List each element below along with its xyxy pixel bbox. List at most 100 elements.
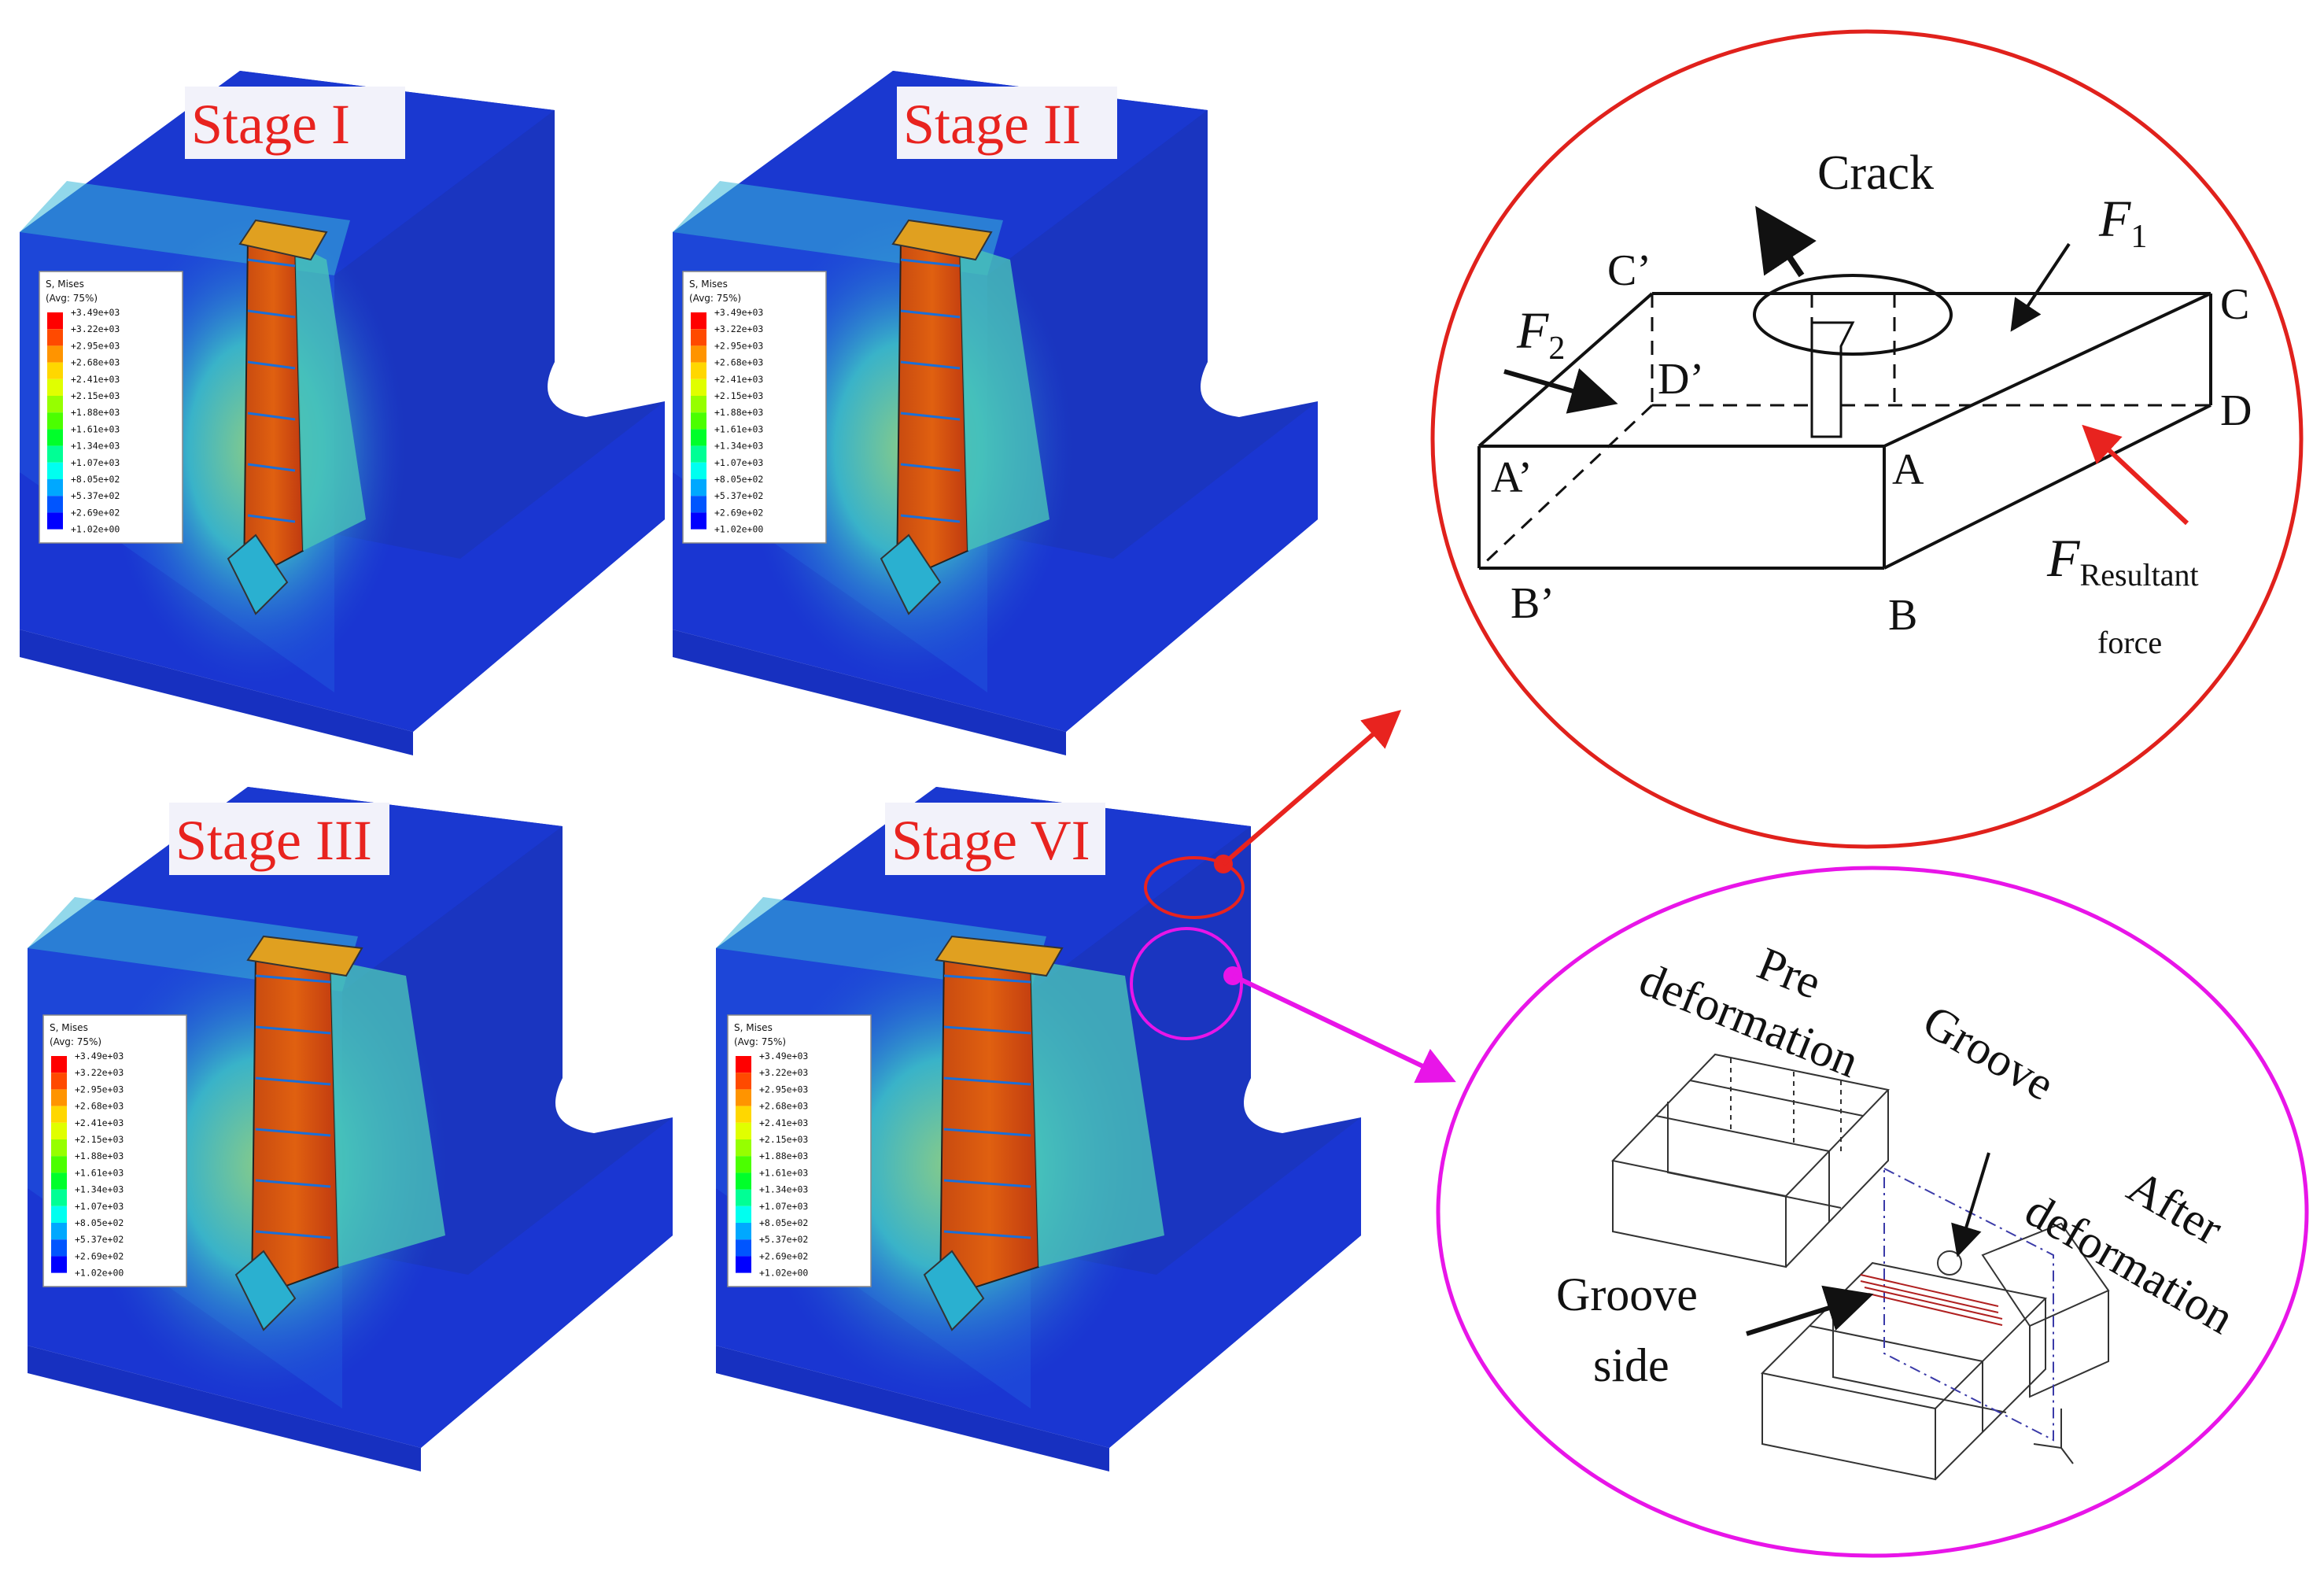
- stage-title: Stage III: [175, 809, 372, 872]
- point-a-prime-label: A’: [1491, 453, 1533, 502]
- legend-swatch: [47, 329, 63, 346]
- legend-value: +2.68e+03: [75, 1101, 124, 1112]
- legend-title: S, Mises: [689, 279, 728, 290]
- legend-value: +2.41e+03: [71, 374, 120, 385]
- resultant-force-label: force: [2097, 625, 2162, 660]
- legend-swatch: [51, 1189, 67, 1206]
- resultant-arrow: [2082, 424, 2189, 526]
- legend-value: +1.61e+03: [75, 1167, 124, 1178]
- legend-value: +2.15e+03: [714, 390, 763, 401]
- crack-segment-line: [943, 1025, 1031, 1035]
- legend-swatch: [51, 1122, 67, 1139]
- legend-value: +2.15e+03: [71, 390, 120, 401]
- legend-swatch: [691, 329, 706, 346]
- point-c-prime-label: C’: [1607, 246, 1651, 295]
- legend-swatch: [736, 1056, 751, 1073]
- groove-lines: [1860, 1274, 2003, 1326]
- crack-root: [234, 1250, 297, 1331]
- legend-swatch: [691, 412, 706, 430]
- crack-side-zone: [295, 244, 366, 551]
- legend-value: +1.88e+03: [759, 1150, 808, 1161]
- crack-segment-line: [900, 309, 961, 319]
- legend-title: S, Mises: [50, 1022, 88, 1033]
- stage-title: Stage I: [191, 93, 350, 156]
- legend-swatch: [736, 1239, 751, 1257]
- legend-swatch: [47, 445, 63, 463]
- mises-legend: S, Mises(Avg: 75%)+3.49e+03+3.22e+03+2.9…: [42, 1014, 187, 1287]
- legend-value: +1.61e+03: [71, 423, 120, 434]
- legend-swatch: [51, 1156, 67, 1173]
- legend-value: +1.07e+03: [75, 1201, 124, 1212]
- legend-subtitle: (Avg: 75%): [46, 293, 98, 304]
- crack-segment-line: [900, 463, 961, 472]
- legend-swatch: [47, 362, 63, 379]
- legend-value: +3.22e+03: [714, 323, 763, 334]
- legend-value: +2.15e+03: [75, 1134, 124, 1145]
- legend-value: +5.37e+02: [759, 1234, 808, 1245]
- crack-segment-line: [255, 1179, 331, 1188]
- crack-segment-line: [943, 1128, 1031, 1137]
- f2-arrow: [1503, 367, 1618, 414]
- legend-swatch: [691, 479, 706, 497]
- legend-swatch: [691, 462, 706, 479]
- legend-subtitle: (Avg: 75%): [734, 1036, 786, 1047]
- groove-side-label-1: Groove: [1556, 1268, 1698, 1320]
- legend-value: +3.22e+03: [75, 1067, 124, 1078]
- stage-title-plate: [185, 87, 405, 159]
- legend-swatch: [51, 1172, 67, 1190]
- legend-swatch: [736, 1139, 751, 1157]
- legend-value: +1.88e+03: [714, 407, 763, 418]
- crack-segment-line: [900, 514, 961, 523]
- legend-value: +2.41e+03: [759, 1117, 808, 1128]
- legend-value: +2.95e+03: [759, 1084, 808, 1095]
- legend-swatch: [47, 312, 63, 330]
- legend-swatch: [736, 1073, 751, 1090]
- stage-title: Stage VI: [891, 809, 1090, 872]
- legend-value: +1.02e+00: [759, 1268, 808, 1279]
- groove-side-arrow-pointer: [1746, 1285, 1874, 1336]
- crack-segment-line: [247, 360, 296, 370]
- crack-strip: [242, 234, 304, 584]
- crack-segment-line: [943, 1076, 1031, 1086]
- crack-diagram: Crack F1 F2 FResultant force A B C D A’ …: [1430, 29, 2304, 849]
- legend-value: +8.05e+02: [714, 474, 763, 485]
- legend-swatch: [736, 1223, 751, 1240]
- legend-swatch: [736, 1172, 751, 1190]
- groove-marker: [1937, 1250, 1962, 1276]
- stage-title-plate: [897, 87, 1117, 159]
- groove-arrow: [1231, 973, 1456, 1084]
- legend-swatch: [47, 429, 63, 446]
- legend-swatch: [691, 429, 706, 446]
- legend-value: +1.02e+00: [71, 524, 120, 535]
- legend-swatch: [691, 396, 706, 413]
- legend-value: +1.07e+03: [714, 457, 763, 468]
- legend-swatch: [736, 1189, 751, 1206]
- legend-swatch: [47, 412, 63, 430]
- legend-swatch: [691, 362, 706, 379]
- mises-legend: S, Mises(Avg: 75%)+3.49e+03+3.22e+03+2.9…: [39, 271, 183, 544]
- block-bottom-edge: [28, 1346, 421, 1471]
- block-bottom-edge: [20, 630, 413, 755]
- legend-value: +8.05e+02: [75, 1217, 124, 1228]
- crack-segment-line: [255, 1230, 331, 1239]
- legend-value: +1.02e+00: [714, 524, 763, 535]
- crack-segment-line: [247, 412, 296, 421]
- crack-strip: [895, 234, 969, 584]
- legend-value: +1.88e+03: [71, 407, 120, 418]
- legend-swatch: [47, 378, 63, 396]
- resultant-label: FResultant: [2046, 528, 2199, 593]
- crack-segment-line: [943, 1230, 1031, 1239]
- crack-tip: [238, 219, 328, 261]
- crack-root: [923, 1250, 985, 1331]
- crack-strip: [250, 951, 340, 1300]
- crack-segment-line: [900, 412, 961, 421]
- legend-swatch: [51, 1239, 67, 1257]
- crack-label: Crack: [1817, 146, 1934, 200]
- crack-diagram-border: [1430, 29, 2304, 849]
- legend-swatch: [51, 1056, 67, 1073]
- legend-swatch: [736, 1206, 751, 1223]
- legend-swatch: [691, 312, 706, 330]
- crack-segment-line: [255, 1128, 331, 1137]
- stage-model-panel: [716, 787, 1361, 1471]
- legend-swatch: [51, 1206, 67, 1223]
